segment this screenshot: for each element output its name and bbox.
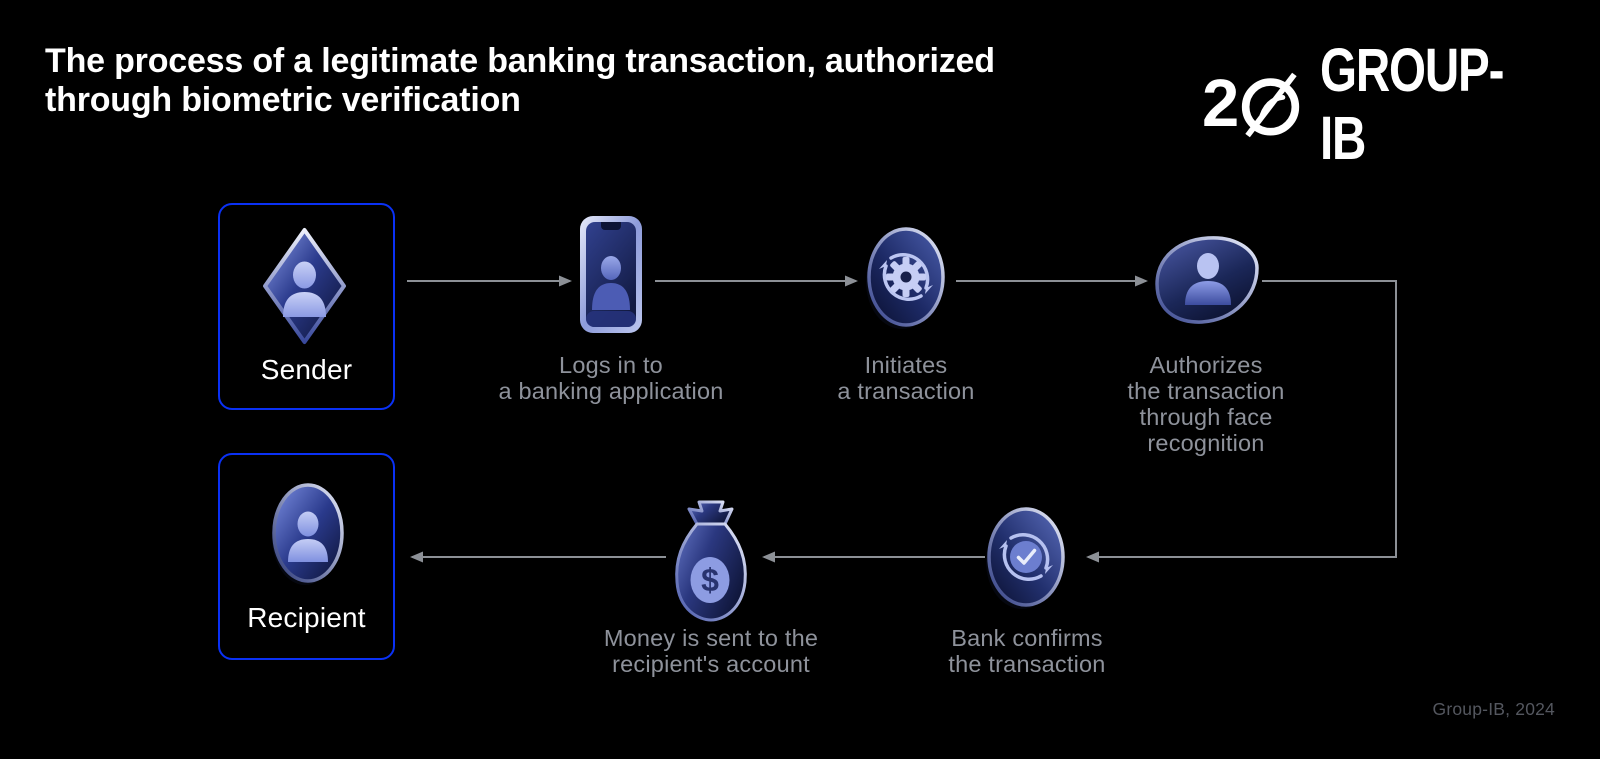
step-login-label: Logs in to a banking application xyxy=(498,352,724,404)
arrow-authorize-to-confirm xyxy=(1086,280,1397,563)
step-confirm-label: Bank confirms the transaction xyxy=(948,625,1106,677)
footer-credit: Group-IB, 2024 xyxy=(1432,699,1555,719)
slashed-zero-ring-icon xyxy=(1242,72,1300,138)
step-authorize-label: Authorizes the transaction through face … xyxy=(1127,352,1285,456)
step-payout-label: Money is sent to the recipient's account xyxy=(603,625,819,677)
diamond-user-icon xyxy=(263,228,346,344)
anniversary-number: 2 xyxy=(1202,66,1239,141)
check-sync-coin-icon xyxy=(986,507,1065,609)
money-bag-icon: $ xyxy=(675,500,747,622)
smartphone-user-icon xyxy=(580,216,642,333)
gear-sync-coin-icon xyxy=(866,227,945,329)
page-title: The process of a legitimate banking tran… xyxy=(45,42,995,119)
face-recognition-icon xyxy=(1155,236,1259,324)
recipient-node: Recipient xyxy=(218,453,395,660)
sender-node: Sender xyxy=(218,203,395,410)
brand-wordmark: GROUP-IB xyxy=(1320,36,1504,172)
step-initiate-label: Initiates a transaction xyxy=(837,352,975,404)
dollar-sign-glyph: $ xyxy=(701,562,719,598)
recipient-label: Recipient xyxy=(247,602,366,633)
circle-user-icon xyxy=(272,483,344,585)
sender-label: Sender xyxy=(260,354,353,385)
group-ib-logo: 2 GROUP-IB xyxy=(1202,36,1600,172)
